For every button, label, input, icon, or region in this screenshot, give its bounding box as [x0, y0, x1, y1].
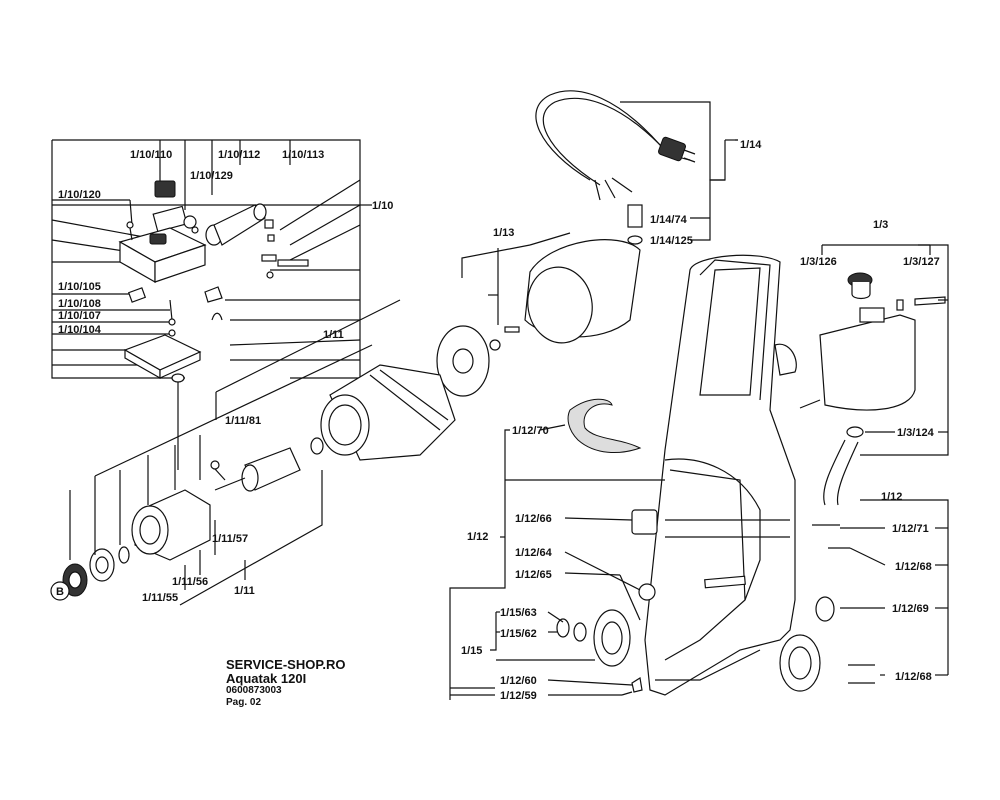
- label-1-11-55: 1/11/55: [142, 592, 178, 604]
- label-1-13: 1/13: [493, 227, 514, 239]
- leader-lines: [449, 139, 949, 700]
- label-1-12-71: 1/12/71: [892, 523, 929, 535]
- footer-part-number: 0600873003: [226, 685, 282, 696]
- label-1-10-112: 1/10/112: [218, 149, 260, 161]
- label-1-10-113: 1/10/113: [282, 149, 324, 161]
- label-1-10-129: 1/10/129: [190, 170, 233, 182]
- label-1-11-56: 1/11/56: [172, 576, 208, 588]
- footer-shop: SERVICE-SHOP.RO: [226, 657, 346, 672]
- label-1-10-107: 1/10/107: [58, 310, 101, 322]
- label-1-12-65: 1/12/65: [515, 569, 552, 581]
- label-1-12-66: 1/12/66: [515, 513, 552, 525]
- group-1-11: [50, 299, 456, 606]
- label-1-10-104: 1/10/104: [58, 324, 102, 336]
- label-1-10-108: 1/10/108: [58, 298, 101, 310]
- label-1-12-59: 1/12/59: [500, 690, 537, 702]
- label-1-10-105: 1/10/105: [58, 281, 101, 293]
- footer-page: Pag. 02: [226, 697, 262, 708]
- label-1-3: 1/3: [873, 219, 888, 231]
- label-b: B: [56, 586, 64, 598]
- label-1-12-68-b: 1/12/68: [895, 671, 932, 683]
- label-1-11-57: 1/11/57: [212, 533, 248, 545]
- label-1-14: 1/14: [740, 139, 762, 151]
- group-1-14: [535, 90, 738, 245]
- label-1-3-124: 1/3/124: [897, 427, 935, 439]
- housing: [556, 254, 875, 696]
- label-1-15-62: 1/15/62: [500, 628, 537, 640]
- label-1-10-110: 1/10/110: [130, 149, 172, 161]
- label-1-3-127: 1/3/127: [903, 256, 940, 268]
- group-1-13: [436, 232, 641, 397]
- label-1-12-60: 1/12/60: [500, 675, 537, 687]
- label-1-14-74: 1/14/74: [650, 214, 688, 226]
- label-1-12-68-a: 1/12/68: [895, 561, 932, 573]
- switch-parts: [118, 180, 309, 470]
- label-1-12-70: 1/12/70: [512, 425, 549, 437]
- label-1-11-bottom: 1/11: [234, 585, 255, 597]
- label-1-12-right: 1/12: [881, 491, 902, 503]
- label-1-15: 1/15: [461, 645, 482, 657]
- label-1-14-125: 1/14/125: [650, 235, 693, 247]
- label-1-10: 1/10: [372, 200, 393, 212]
- label-1-11-top: 1/11: [323, 329, 344, 341]
- label-1-12-left: 1/12: [467, 531, 488, 543]
- callout-labels: 1/10/110 1/10/112 1/10/113 1/10/129 1/10…: [56, 139, 940, 702]
- label-1-11-81: 1/11/81: [225, 415, 261, 427]
- label-1-3-126: 1/3/126: [800, 256, 837, 268]
- label-1-15-63: 1/15/63: [500, 607, 537, 619]
- footer-model: Aquatak 120I: [226, 671, 307, 686]
- label-1-12-64: 1/12/64: [515, 547, 553, 559]
- label-1-10-120: 1/10/120: [58, 189, 101, 201]
- group-1-10-frame: [51, 139, 372, 379]
- group-1-3: [799, 244, 949, 506]
- label-1-12-69: 1/12/69: [892, 603, 929, 615]
